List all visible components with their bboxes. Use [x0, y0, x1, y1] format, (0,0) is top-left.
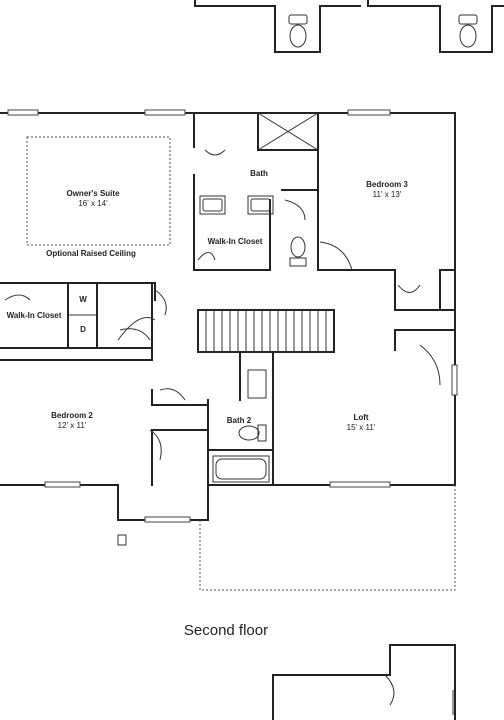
walk-in-closet-left-label: Walk-In Closet	[7, 311, 62, 320]
bedroom2-bath2-walls	[0, 317, 274, 486]
bedroom3-label: Bedroom 3	[366, 180, 408, 189]
bedroom2-label: Bedroom 2	[51, 411, 93, 420]
lower-floor-fragment	[272, 644, 456, 720]
dryer-label: D	[80, 325, 86, 334]
floor-title: Second floor	[184, 622, 268, 639]
optional-ceiling-label: Optional Raised Ceiling	[46, 249, 136, 258]
bedroom2-size: 12' x 11'	[58, 421, 87, 430]
toilet-icon	[458, 14, 478, 48]
toilet-icon	[289, 236, 307, 267]
loft-size: 15' x 11'	[347, 423, 376, 432]
bedroom3-walls	[317, 241, 456, 386]
staircase	[197, 309, 335, 353]
bath-label: Bath	[250, 169, 268, 178]
toilet-icon	[288, 14, 308, 48]
owners-suite-walls	[0, 112, 319, 301]
bedroom3-size: 11' x 13'	[373, 190, 402, 199]
windows	[7, 109, 458, 523]
owners-suite-size: 16' x 14'	[78, 199, 108, 208]
toilet-icon	[238, 424, 267, 442]
laundry-closet-walls	[0, 282, 167, 361]
loft-label: Loft	[353, 413, 368, 422]
washer-label: W	[79, 295, 87, 304]
bath2-label: Bath 2	[227, 416, 252, 425]
walk-in-closet-owner-label: Walk-In Closet	[208, 237, 263, 246]
balcony-outline	[117, 485, 456, 591]
owners-suite-label: Owner's Suite	[66, 189, 120, 198]
upper-floor-fragment	[194, 0, 504, 53]
